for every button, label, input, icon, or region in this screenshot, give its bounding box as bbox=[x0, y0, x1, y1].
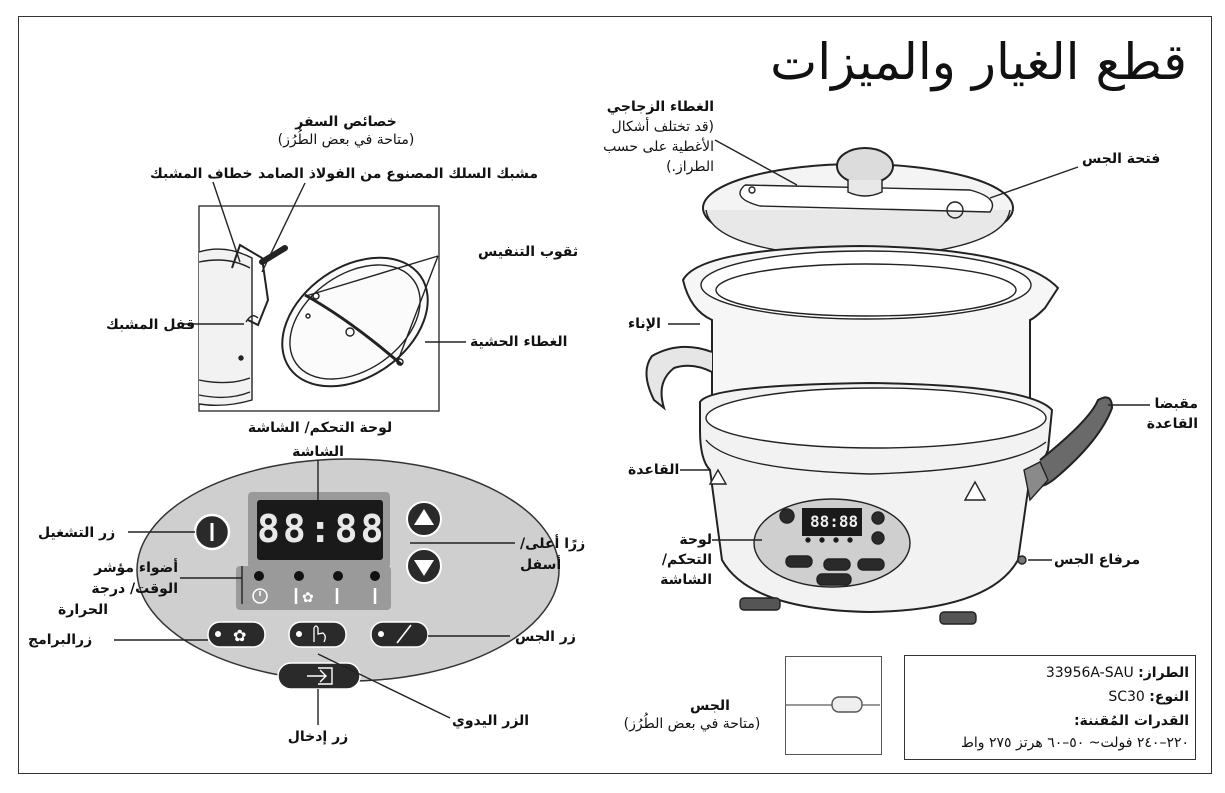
glass-lid-note-3: الطراز.) bbox=[590, 158, 714, 176]
clip-hook-label: خطاف المشبك bbox=[150, 165, 253, 183]
enter-button-label: زر إدخال bbox=[258, 728, 378, 746]
probe-button-label: زر الجس bbox=[515, 628, 576, 646]
manual-button-label: الزر اليدوي bbox=[452, 712, 529, 730]
rating-plate: الطراز: 33956A-SAU النوع: SC30 القدرات ا… bbox=[904, 655, 1196, 760]
svg-text:✿: ✿ bbox=[233, 626, 246, 645]
probe-image-frame bbox=[785, 656, 882, 755]
panel-heading: لوحة التحكم/ الشاشة bbox=[240, 419, 400, 437]
display-label: الشاشة bbox=[270, 443, 366, 461]
power-button-label: زر التشغيل bbox=[38, 524, 115, 542]
gasket-lid-label: الغطاء الحشية bbox=[470, 333, 567, 351]
cooker-panel-label-1: لوحة bbox=[628, 531, 712, 549]
cooker-panel-label-2: التحكم/ bbox=[628, 551, 712, 569]
ratings-value: ٢٢٠–٢٤٠ فولت~ ٥٠–٦٠ هرتز ٢٧٥ واط bbox=[961, 734, 1189, 752]
glass-lid-note-1: (قد تختلف أشكال bbox=[590, 118, 714, 136]
up-down-label-1: زرًا أعلى/ bbox=[520, 535, 585, 553]
probe-opening-label: فتحة الجس bbox=[1082, 150, 1160, 168]
indicator-lights-label-3: الحرارة bbox=[28, 601, 108, 619]
indicator-lights-label-1: أضواء مؤشر bbox=[28, 559, 178, 577]
probe-note: (متاحة في بعض الطُرُز) bbox=[612, 715, 772, 733]
mini-display: 88:88 bbox=[810, 508, 858, 536]
base-handles-label-2: القاعدة bbox=[1140, 415, 1198, 433]
probe-lift-label: مرفاع الجس bbox=[1054, 551, 1140, 569]
cooker-panel-label-3: الشاشة bbox=[628, 571, 712, 589]
program-button-label: زرالبرامج bbox=[28, 631, 92, 649]
clip-lock-label: قفل المشبك bbox=[106, 316, 195, 334]
indicator-lights-label-2: الوقت/ درجة bbox=[28, 580, 178, 598]
vent-holes-label: ثقوب التنفيس bbox=[478, 243, 578, 261]
ratings-label: القدرات المُقننة: bbox=[1074, 712, 1189, 730]
base-handles-label-1: مقبضا bbox=[1152, 395, 1198, 413]
up-down-label-2: أسفل bbox=[520, 556, 561, 574]
travel-heading: خصائص السفر bbox=[286, 113, 406, 131]
svg-text:✿: ✿ bbox=[302, 590, 314, 606]
travel-note: (متاحة في بعض الطُرُز) bbox=[248, 131, 444, 149]
panel-display: 88:88 bbox=[257, 500, 383, 560]
base-label: القاعدة bbox=[628, 461, 679, 479]
crock-label: الإناء bbox=[628, 315, 661, 333]
wire-clip-label: مشبك السلك المصنوع من الفولاذ الصامد bbox=[258, 165, 538, 183]
glass-lid-note-2: الأغطية على حسب bbox=[590, 138, 714, 156]
probe-label: الجس bbox=[680, 697, 740, 715]
type-label: النوع: SC30 bbox=[1108, 688, 1189, 706]
glass-lid-label: الغطاء الزجاجي bbox=[590, 98, 714, 116]
model-label: الطراز: 33956A-SAU bbox=[1046, 664, 1189, 682]
